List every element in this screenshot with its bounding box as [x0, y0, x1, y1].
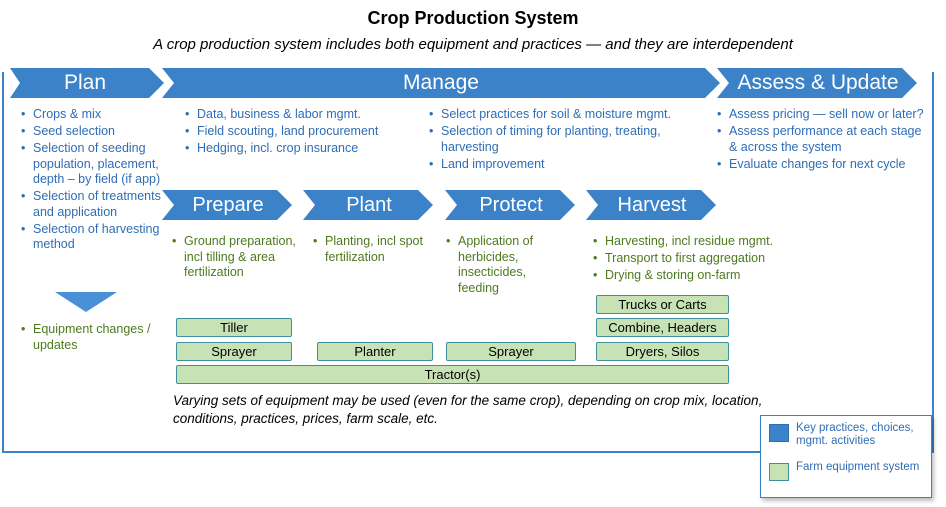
list-item: Evaluate changes for next cycle	[717, 157, 932, 173]
list-item: Field scouting, land procurement	[185, 124, 415, 140]
manage-stage-label: Manage	[403, 71, 479, 94]
plan-stage-label: Plan	[63, 71, 107, 94]
harvest-arrow	[586, 190, 716, 220]
legend-practices-label: Key practices, choices, mgmt. activities	[796, 422, 914, 447]
prepare-practices-list: Ground preparation, incl tilling & area …	[172, 234, 297, 282]
list-item: Planting, incl spot fertilization	[313, 234, 433, 265]
protect-stage-label: Protect	[479, 194, 543, 216]
list-item: Assess performance at each stage & acros…	[717, 124, 932, 155]
equipment-combine-headers: Combine, Headers	[596, 318, 729, 337]
plan-equipment-list: Equipment changes / updates	[21, 322, 161, 355]
protect-arrow	[445, 190, 575, 220]
harvest-stage-label: Harvest	[617, 194, 687, 216]
list-item: Selection of treatments and application	[21, 189, 161, 220]
list-item: Transport to first aggregation	[593, 251, 808, 267]
list-item: Select practices for soil & moisture mgm…	[429, 107, 704, 123]
plan-down-arrow	[55, 292, 117, 312]
equipment-tiller: Tiller	[176, 318, 292, 337]
legend: Key practices, choices, mgmt. activities…	[760, 415, 932, 498]
list-item: Equipment changes / updates	[21, 322, 161, 353]
assess-stage-label: Assess & Update	[737, 71, 899, 94]
equipment-dryers-silos: Dryers, Silos	[596, 342, 729, 361]
harvest-practices-list: Harvesting, incl residue mgmt. Transport…	[593, 234, 808, 285]
legend-practices-swatch	[769, 424, 789, 442]
manage-practices-list-right: Select practices for soil & moisture mgm…	[429, 107, 704, 174]
assess-update-arrow	[717, 68, 917, 98]
prepare-arrow	[162, 190, 292, 220]
equipment-trucks-carts: Trucks or Carts	[596, 295, 729, 314]
equipment-note: Varying sets of equipment may be used (e…	[173, 393, 763, 426]
equipment-tractors: Tractor(s)	[176, 365, 729, 384]
list-item: Application of herbicides, insecticides,…	[446, 234, 566, 296]
legend-equipment-label: Farm equipment system	[796, 461, 920, 473]
list-item: Harvesting, incl residue mgmt.	[593, 234, 808, 250]
manage-arrow	[162, 68, 720, 98]
system-frame	[2, 72, 934, 453]
list-item: Hedging, incl. crop insurance	[185, 141, 415, 157]
list-item: Crops & mix	[21, 107, 161, 123]
equipment-sprayer-prepare: Sprayer	[176, 342, 292, 361]
list-item: Data, business & labor mgmt.	[185, 107, 415, 123]
list-item: Selection of seeding population, placeme…	[21, 141, 161, 188]
list-item: Selection of timing for planting, treati…	[429, 124, 704, 155]
list-item: Drying & storing on-farm	[593, 268, 808, 284]
assess-practices-list: Assess pricing — sell now or later? Asse…	[717, 107, 932, 174]
list-item: Seed selection	[21, 124, 161, 140]
plan-practices-list: Crops & mix Seed selection Selection of …	[21, 107, 161, 254]
diagram-subtitle: A crop production system includes both e…	[153, 36, 793, 53]
prepare-stage-label: Prepare	[192, 194, 264, 216]
plan-arrow	[10, 68, 164, 98]
list-item: Assess pricing — sell now or later?	[717, 107, 932, 123]
list-item: Ground preparation, incl tilling & area …	[172, 234, 297, 281]
manage-practices-list-left: Data, business & labor mgmt. Field scout…	[185, 107, 415, 158]
plant-arrow	[303, 190, 433, 220]
list-item: Selection of harvesting method	[21, 222, 161, 253]
diagram-title: Crop Production System	[367, 8, 579, 28]
equipment-sprayer-protect: Sprayer	[446, 342, 576, 361]
legend-equipment-swatch	[769, 463, 789, 481]
plant-practices-list: Planting, incl spot fertilization	[313, 234, 433, 267]
list-item: Land improvement	[429, 157, 704, 173]
plant-stage-label: Plant	[346, 194, 392, 216]
equipment-planter: Planter	[317, 342, 433, 361]
protect-practices-list: Application of herbicides, insecticides,…	[446, 234, 566, 298]
